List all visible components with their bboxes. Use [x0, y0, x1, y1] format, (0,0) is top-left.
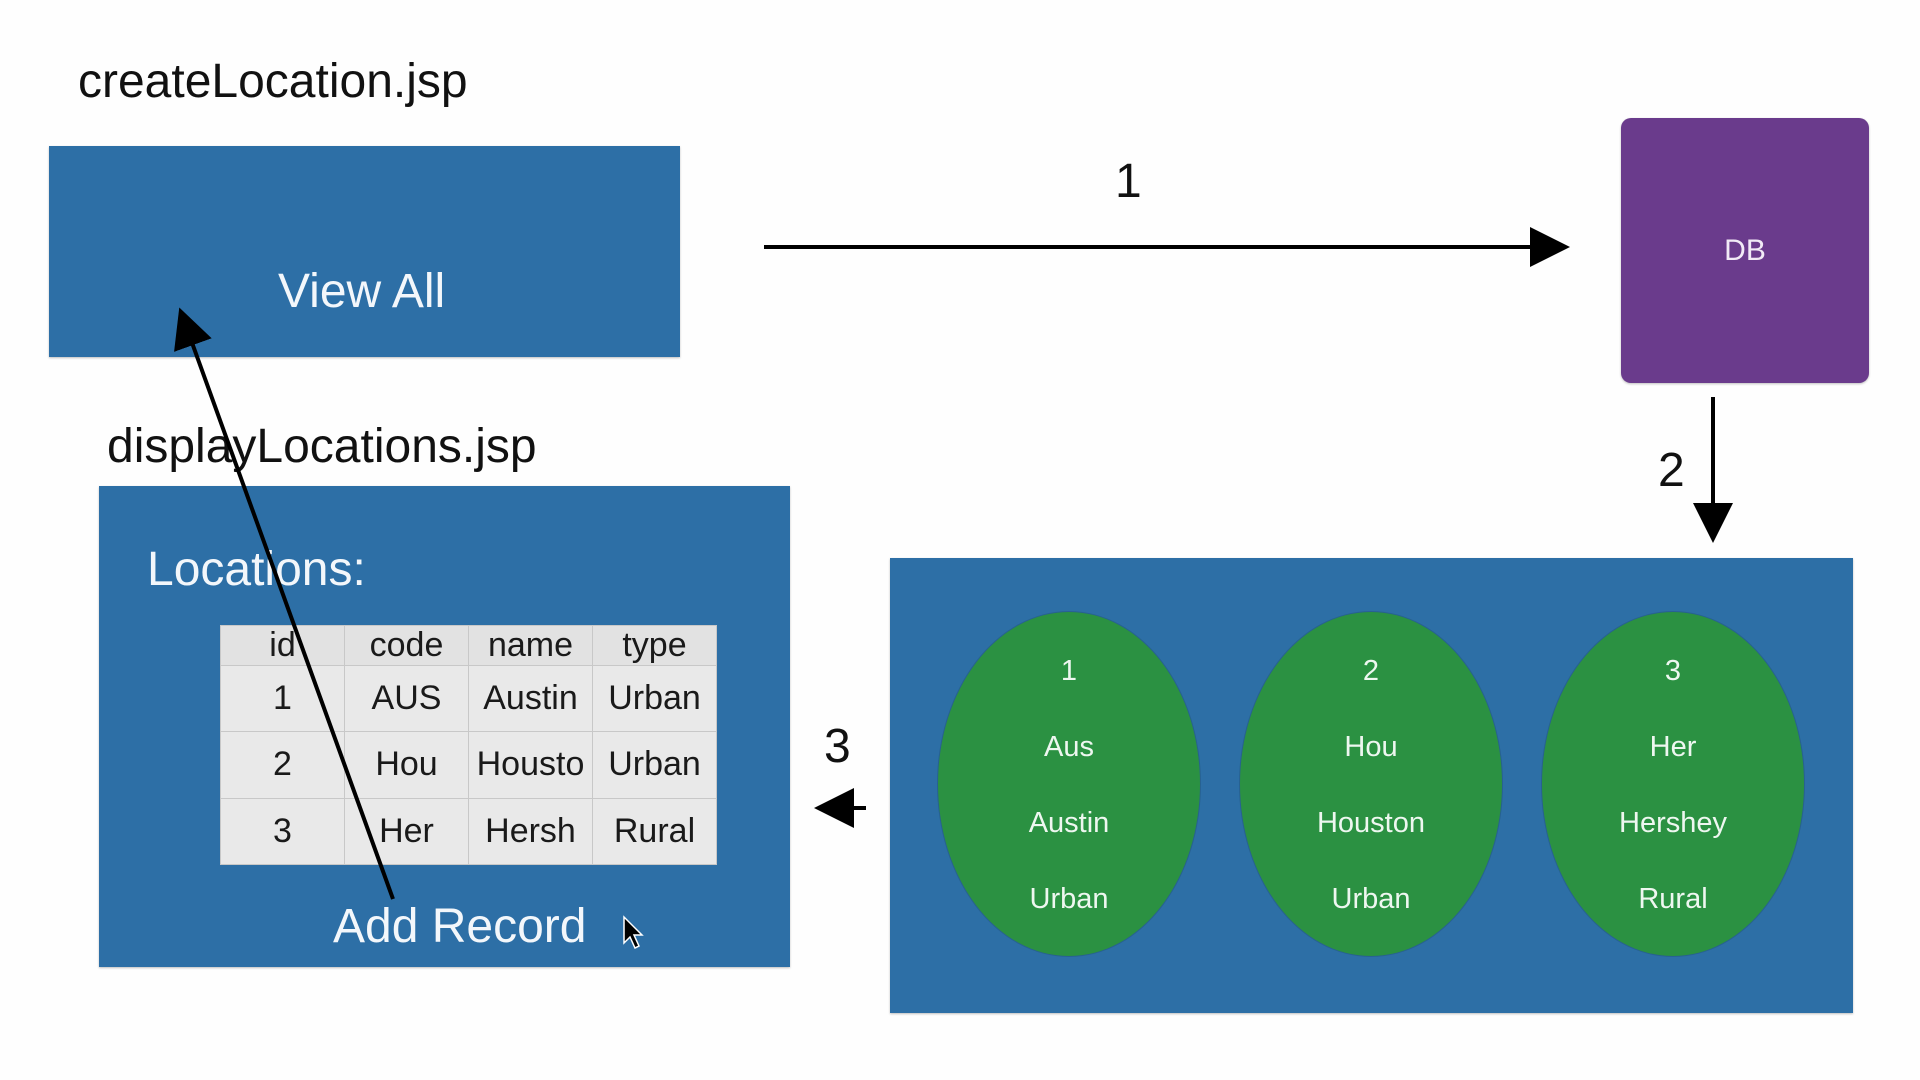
- record-id: 1: [1060, 655, 1078, 687]
- table-cell: Urban: [592, 664, 717, 733]
- column-header: code: [344, 625, 469, 666]
- arrow-add-record-to-view-all: [174, 307, 395, 900]
- record-type: Rural: [1638, 883, 1708, 915]
- record-id: 3: [1664, 655, 1682, 687]
- display-page-title: displayLocations.jsp: [107, 420, 537, 473]
- column-header: type: [592, 625, 717, 666]
- table-cell: 3: [220, 797, 345, 866]
- table-cell: 2: [220, 731, 345, 799]
- db-label: DB: [1724, 233, 1766, 267]
- table-header-row: id code name type: [220, 625, 717, 666]
- record-id: 2: [1362, 655, 1380, 687]
- column-header: name: [468, 625, 593, 666]
- record-name: Houston: [1316, 807, 1425, 839]
- record-type: Urban: [1029, 883, 1109, 915]
- mouse-cursor-icon: [623, 915, 644, 950]
- view-all-link[interactable]: View All: [278, 265, 446, 318]
- table-row: 3 Her Hersh Rural: [220, 797, 717, 866]
- column-header: id: [220, 625, 345, 666]
- record-ellipse-2: 2 Hou Houston Urban: [1240, 612, 1502, 956]
- record-code: Aus: [1044, 731, 1094, 763]
- step-1-label: 1: [1115, 155, 1142, 208]
- step-3-label: 3: [824, 720, 851, 773]
- db-box: DB: [1621, 118, 1869, 383]
- table-cell: Rural: [592, 797, 717, 866]
- table-cell: Urban: [592, 731, 717, 799]
- record-code: Her: [1649, 731, 1697, 763]
- table-cell: AUS: [344, 664, 469, 733]
- create-page-title: createLocation.jsp: [78, 55, 468, 108]
- record-name: Hershey: [1619, 807, 1727, 839]
- record-code: Hou: [1344, 731, 1398, 763]
- locations-heading: Locations:: [147, 543, 366, 596]
- record-type: Urban: [1331, 883, 1411, 915]
- table-cell: Austin: [468, 664, 593, 733]
- record-ellipse-1: 1 Aus Austin Urban: [938, 612, 1200, 956]
- table-cell: Hersh: [468, 797, 593, 866]
- table-row: 1 AUS Austin Urban: [220, 664, 717, 733]
- table-row: 2 Hou Housto Urban: [220, 731, 717, 799]
- create-page-panel: View All: [49, 146, 680, 357]
- locations-table: id code name type 1 AUS Austin Urban 2 H…: [220, 625, 717, 866]
- table-cell: Housto: [468, 731, 593, 799]
- add-record-link[interactable]: Add Record: [333, 900, 587, 953]
- table-cell: 1: [220, 664, 345, 733]
- table-cell: Hou: [344, 731, 469, 799]
- record-ellipse-3: 3 Her Hershey Rural: [1542, 612, 1804, 956]
- step-2-label: 2: [1658, 444, 1685, 497]
- record-name: Austin: [1028, 807, 1110, 839]
